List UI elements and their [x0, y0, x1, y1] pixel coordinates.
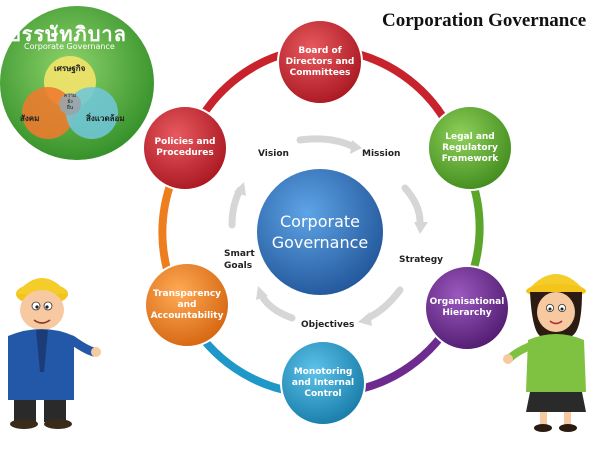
node-circle-board — [277, 19, 363, 105]
node-board-line-3: Committees — [289, 67, 351, 78]
step-objectives-label: Objectives — [301, 320, 355, 330]
arrow-strategy-objectives — [364, 286, 404, 322]
node-transparency-label: Transparency and Accountability — [147, 281, 227, 329]
venn-center-line-2: ยั่ง — [67, 99, 73, 105]
node-policies-line-2: Procedures — [156, 148, 214, 158]
badge-subtitle: Corporate Governance — [24, 42, 115, 51]
woman-shoe-right — [559, 424, 577, 432]
step-vision-label: Vision — [258, 149, 289, 159]
woman-skirt — [526, 392, 586, 412]
center-circle — [255, 167, 385, 297]
node-org-line-2: Hierarchy — [442, 308, 492, 318]
worker-man-figure — [8, 278, 101, 429]
woman-jacket — [526, 334, 586, 392]
node-circle-monitoring — [280, 340, 366, 426]
arrow-vision-mission — [296, 135, 356, 150]
man-helmet-dome — [16, 278, 68, 294]
arrow-mission-strategy — [401, 184, 424, 226]
node-circle-legal — [427, 105, 513, 191]
node-circle-policies — [142, 105, 228, 191]
arrow-head-4 — [256, 286, 268, 300]
step-mission-label: Mission — [362, 149, 401, 159]
node-legal-line-2: Regulatory — [442, 142, 498, 153]
node-circle-transparency — [144, 262, 230, 348]
node-transparency-line-3: Accountability — [150, 310, 224, 321]
node-legal-line-1: Legal and — [445, 131, 495, 142]
man-hand — [91, 347, 101, 357]
man-leg-right — [44, 400, 66, 422]
center-line-1: Corporate — [280, 212, 360, 231]
man-arm — [67, 335, 99, 357]
node-policies-label: Policies and Procedures — [145, 130, 225, 166]
page-title: Corporation Governance — [382, 10, 587, 31]
arrow-head-5 — [234, 182, 246, 196]
woman-pupil-right — [560, 307, 564, 311]
woman-mouth — [549, 320, 563, 325]
node-board-line-2: Directors and — [285, 56, 355, 67]
venn-center-circle — [59, 93, 81, 115]
node-legal-label: Legal and Regulatory Framework — [430, 124, 510, 172]
man-head — [20, 290, 64, 330]
man-shoe-right — [44, 419, 72, 429]
man-shoe-left — [10, 419, 38, 429]
node-monitoring-line-1: Monotoring — [293, 366, 353, 377]
woman-leg-left — [540, 412, 547, 426]
arrow-head-2 — [414, 222, 428, 234]
woman-hand — [503, 354, 513, 364]
man-mouth — [33, 319, 51, 324]
woman-shoe-left — [534, 424, 552, 432]
node-monitoring-line-3: Control — [304, 388, 342, 399]
man-tie — [36, 330, 48, 372]
woman-leg-right — [564, 412, 571, 426]
flow-arrows — [228, 135, 428, 326]
step-smart-goals-line-2: Goals — [224, 261, 253, 271]
woman-head — [537, 292, 575, 332]
arrow-head-3 — [358, 312, 372, 326]
badge-thai-title: บรรษัทภิบาล — [8, 22, 127, 46]
node-policies-line-1: Policies and — [154, 137, 216, 147]
node-board-label: Board of Directors and Committees — [280, 38, 360, 86]
venn-center-label: ความ ยั่ง ยืน — [62, 93, 78, 111]
node-monitoring-label: Monotoring and Internal Control — [283, 359, 363, 407]
step-strategy-label: Strategy — [399, 255, 444, 265]
arrow-objectives-goals — [258, 292, 296, 322]
step-smart-goals-line-1: Smart — [224, 249, 255, 259]
node-org-line-1: Organisational — [429, 297, 505, 307]
arrow-goals-vision — [228, 186, 244, 229]
node-legal-line-3: Framework — [441, 153, 499, 164]
node-transparency-line-2: and — [177, 299, 197, 310]
node-org-label: Organisational Hierarchy — [427, 290, 507, 326]
node-circle-org — [424, 265, 510, 351]
node-board-line-1: Board of — [298, 45, 342, 56]
arrow-head-1 — [350, 140, 362, 154]
venn-center-line-1: ความ — [63, 93, 77, 99]
node-monitoring-line-2: and Internal — [291, 377, 355, 388]
center-line-2: Governance — [271, 233, 369, 252]
man-leg-left — [14, 400, 36, 422]
woman-pupil-left — [548, 307, 552, 311]
center-label: Corporate Governance — [255, 200, 385, 264]
venn-society-label: สังคม — [20, 114, 40, 123]
venn-environment-label: สิ่งแวดล้อม — [86, 114, 125, 123]
node-transparency-line-1: Transparency — [152, 288, 222, 299]
man-pupil-right — [45, 305, 49, 309]
thai-governance-badge — [0, 4, 156, 162]
woman-arm — [506, 342, 534, 362]
man-pupil-left — [35, 305, 39, 309]
venn-center-line-3: ยืน — [66, 105, 74, 111]
venn-economy-label: เศรษฐกิจ — [54, 64, 86, 73]
worker-woman-figure — [503, 274, 586, 432]
step-smart-goals-label: Smart Goals — [224, 248, 255, 272]
